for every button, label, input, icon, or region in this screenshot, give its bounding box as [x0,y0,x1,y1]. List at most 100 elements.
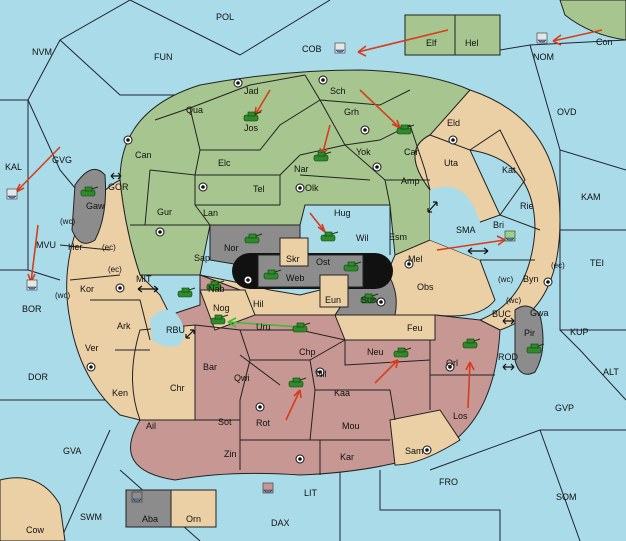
supply-center-icon [295,454,305,464]
land-label-nar: Nar [294,164,309,174]
sea-label-gor: GOR [108,182,129,192]
land-label-qwi: Qwi [234,373,250,383]
land-label-nor: Nor [224,243,239,253]
region-hel[interactable] [454,14,501,56]
land-label-bri: Bri [493,220,504,230]
fleet-units [6,32,548,503]
coast-label-gaw-wc: (wc) [60,217,75,226]
land-label-kaa: Kaa [334,388,350,398]
sea-label-som: SOM [556,492,577,502]
land-label-gaw: Gaw [86,201,105,211]
double-arrow-icon [502,317,515,325]
sea-label-bor: BOR [22,304,42,314]
region-pir[interactable] [514,305,544,375]
coast-label-byn-ec: (ec) [551,261,565,270]
land-label-hil: Hil [253,299,264,309]
tank-icon[interactable] [462,338,481,349]
tank-icon[interactable] [292,322,311,333]
ship-icon[interactable] [131,491,143,503]
supply-center-icon [360,125,370,135]
land-label-cow: Cow [26,525,45,535]
land-label-elf: Elf [426,38,437,48]
land-label-grh: Grh [344,107,359,117]
tank-icon[interactable] [360,293,379,304]
land-label-chr: Chr [170,383,185,393]
tank-icon[interactable] [263,269,282,280]
land-label-orl: Orl [446,358,458,368]
tank-icon[interactable] [206,280,225,291]
supply-center-icon [243,275,253,285]
land-label-aba: Aba [142,514,158,524]
tank-icon[interactable] [313,151,332,162]
land-label-uta: Uta [444,158,458,168]
sea-label-alt: ALT [603,367,619,377]
ship-icon[interactable] [504,230,516,242]
sea-label-gvg: GVG [52,155,72,165]
tank-icon[interactable] [526,343,545,354]
tank-icon[interactable] [177,287,196,298]
sea-label-rod: ROD [498,352,519,362]
land-label-hug: Hug [334,208,351,218]
land-label-qua: Qua [186,105,203,115]
sea-label-nom: NOM [533,52,554,62]
sea-label-dax: DAX [271,518,290,528]
tank-icon[interactable] [244,233,263,244]
ship-icon[interactable] [536,32,548,44]
sea-label-gva: GVA [63,446,81,456]
region-sam[interactable] [389,409,461,466]
order-arrows-green [227,317,301,328]
land-label-sun: Sun [361,295,377,305]
inner-sea-rbu[interactable] [150,309,184,347]
tank-icon[interactable] [320,231,339,242]
double-arrow-icon [110,172,122,180]
sea-label-fun: FUN [154,52,173,62]
sea-label-kam: KAM [581,192,601,202]
region-eun[interactable] [319,274,349,308]
land-label-uru: Uru [256,322,271,332]
land-label-amp: Amp [401,176,420,186]
tank-icon[interactable] [243,111,262,122]
coast-labels: (wc) (ec) (ec) (wc) (wc) (ec) (wc) [55,217,565,305]
supply-center-icon [198,182,208,192]
sea-label-buc: BUC [492,309,512,319]
tank-icon[interactable] [343,261,362,272]
tank-icon[interactable] [210,314,229,325]
region-cow[interactable] [0,477,66,541]
land-label-web: Web [286,273,304,283]
double-arrow-icon [502,363,515,371]
sea-label-ovd: OVD [557,107,577,117]
ship-icon[interactable] [334,42,346,54]
land-label-eld: Eld [447,118,460,128]
coast-label-gwa-wc: (wc) [506,296,521,305]
land-label-nog: Nog [213,303,230,313]
ship-icon[interactable] [26,279,38,291]
land-label-mou: Mou [342,421,360,431]
double-arrow-icon [185,329,195,339]
land-label-eun: Eun [325,295,341,305]
land-label-ark: Ark [117,321,131,331]
land-label-gwa: Gwa [530,308,549,318]
sea-labels: POL NVM FUN COB NOM OVD KAM GVG KAL GOR … [5,12,619,528]
land-label-jad: Jad [244,86,259,96]
supply-center-icon [404,259,414,269]
tank-icon[interactable] [393,347,412,358]
tank-icon[interactable] [288,377,307,388]
region-skr[interactable] [279,237,309,267]
region-feu[interactable] [334,314,436,341]
canal-markers [110,172,515,371]
region-orn[interactable] [170,489,217,528]
ship-icon[interactable] [6,188,18,200]
tank-icon[interactable] [80,186,99,197]
supply-center-icon [123,135,133,145]
land-label-gur: Gur [157,207,172,217]
inner-sea-sma[interactable] [430,186,484,260]
tank-icon[interactable] [396,124,415,135]
land-label-olk: Olk [305,183,319,193]
region-ken[interactable] [132,324,196,421]
supply-center-icon [422,445,432,455]
region-gaw[interactable] [71,168,107,244]
sea-label-mvu: MVU [36,240,56,250]
ship-icon[interactable] [262,482,274,494]
land-label-elc: Elc [218,158,231,168]
